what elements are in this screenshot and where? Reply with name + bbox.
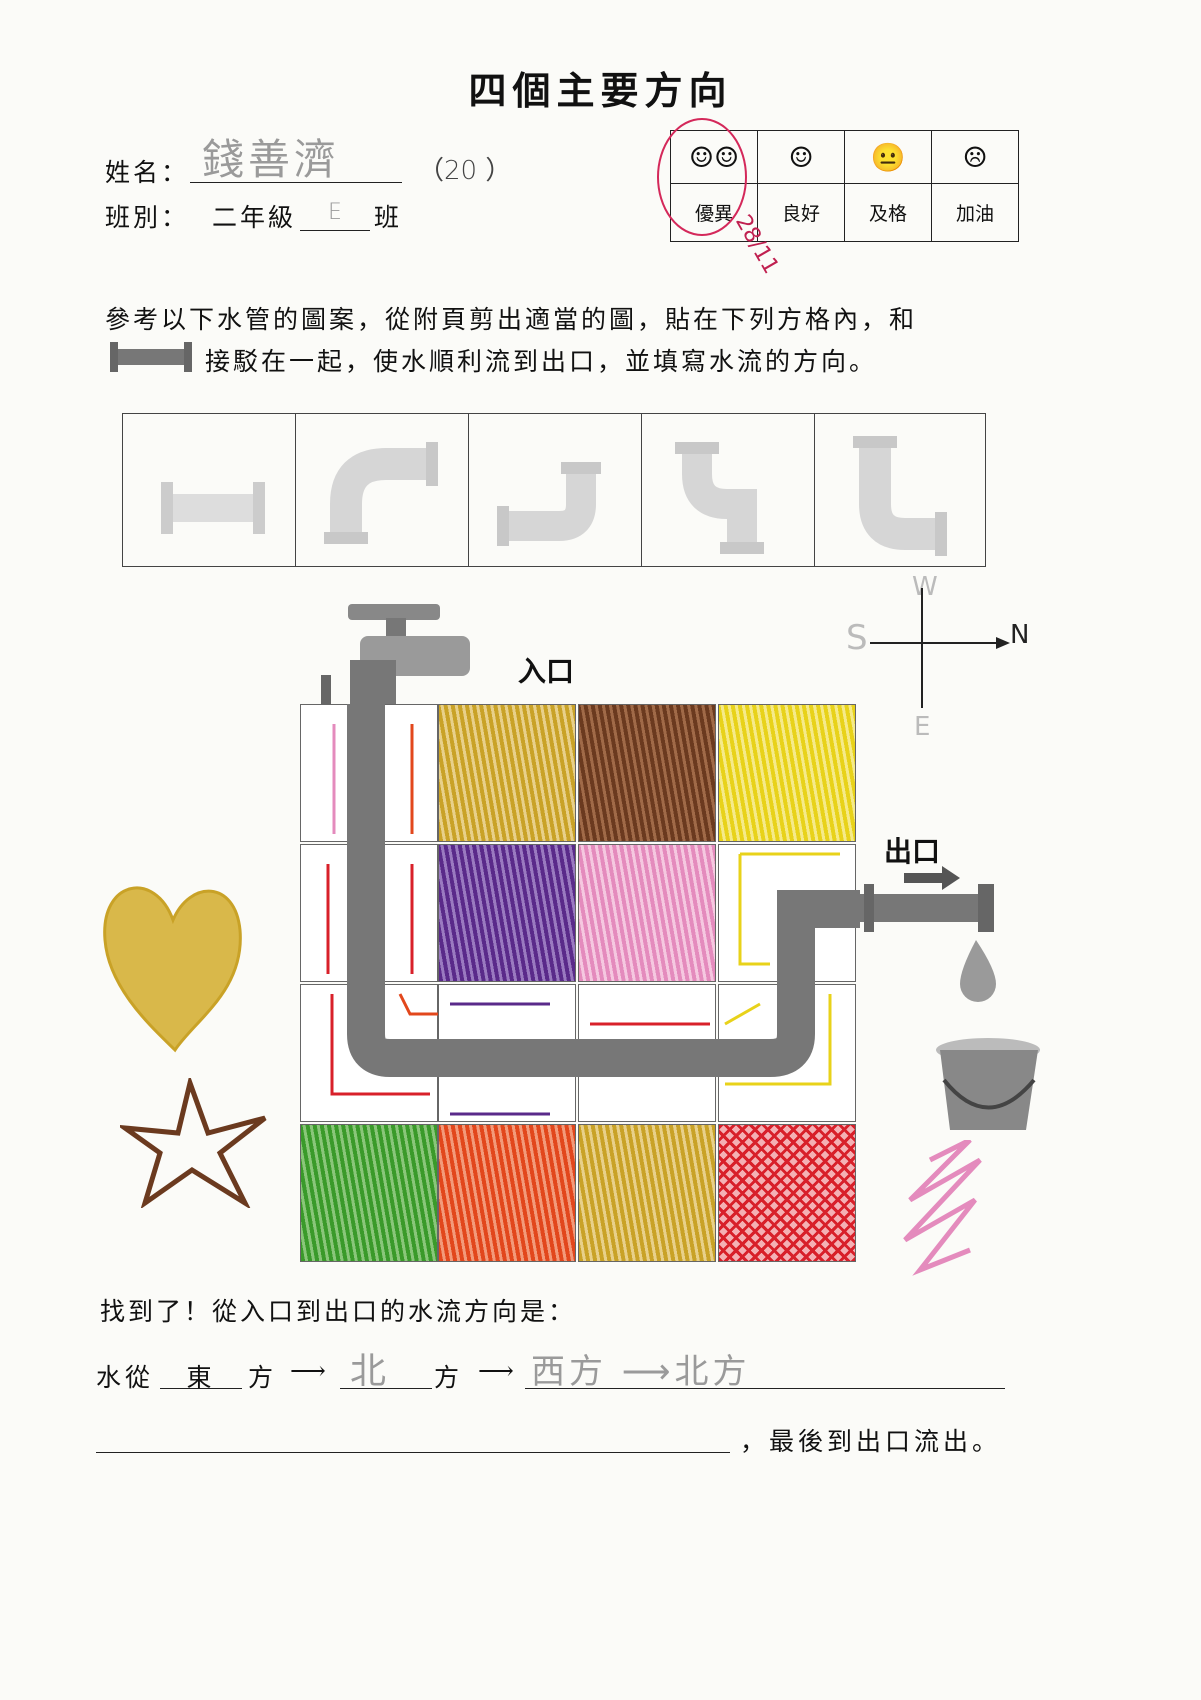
heart-doodle	[103, 886, 242, 1053]
answer-rest: 西方 ⟶北方	[531, 1352, 751, 1392]
grading-table: ☺☺ ☺ 😐 ☹ 優異 良好 及格 加油	[670, 130, 1019, 242]
grade-good: 良好	[757, 183, 845, 242]
piece-elbow-3	[642, 414, 815, 566]
compass: W S N E	[840, 572, 1040, 750]
pipe-maze-grid	[300, 704, 860, 1264]
cell-r4c2[interactable]	[438, 1124, 576, 1262]
cell-r1c2[interactable]	[438, 704, 576, 842]
instruction-line-1: 參考以下水管的圖案，從附頁剪出適當的圖，貼在下列方格內，和	[105, 305, 918, 334]
arrow-2: ⟶	[478, 1356, 518, 1385]
outlet-pipe-icon	[858, 884, 994, 932]
arrow-1: ⟶	[290, 1356, 330, 1385]
grade-tryharder: 加油	[931, 183, 1019, 242]
answer-first: 東	[186, 1363, 216, 1392]
compass-east: E	[914, 712, 931, 742]
compass-south: S	[846, 618, 868, 658]
straight-pipe-icon	[110, 342, 192, 372]
cell-r1c3[interactable]	[578, 704, 716, 842]
compass-north: N	[1010, 620, 1030, 650]
instruction-line-2: 接駁在一起，使水順利流到出口，並填寫水流的方向。	[205, 347, 878, 376]
entrance-label: 入口	[518, 655, 575, 688]
worksheet-title: 四個主要方向	[468, 68, 733, 113]
face-tryharder-icon: ☹	[931, 130, 1019, 184]
pipe-path	[326, 704, 860, 1116]
student-number: （20 ）	[418, 156, 512, 186]
water-bucket-icon	[936, 940, 1040, 1130]
teacher-circle-mark	[657, 118, 747, 236]
cell-r4c3[interactable]	[578, 1124, 716, 1262]
faucet-icon	[348, 604, 470, 708]
answer-prefix: 水從	[96, 1363, 155, 1392]
name-field[interactable]: 錢善濟	[190, 120, 402, 184]
answer-blank-3[interactable]: 西方 ⟶北方	[525, 1340, 1005, 1392]
exit-label: 出口	[884, 835, 941, 868]
name-label: 姓名：	[105, 158, 190, 187]
face-good-icon: ☺	[757, 130, 845, 184]
piece-elbow-1	[296, 414, 469, 566]
answer-blank-1[interactable]: 東	[160, 1358, 242, 1392]
answer-ending: ，最後到出口流出。	[740, 1427, 1002, 1456]
cell-r4c4[interactable]	[718, 1124, 856, 1262]
exit-arrow-icon	[904, 866, 960, 890]
piece-elbow-2	[469, 414, 642, 566]
cell-r2c2[interactable]	[438, 844, 576, 982]
name-value: 錢善濟	[202, 135, 341, 184]
grade-pass: 及格	[844, 183, 932, 242]
piece-straight	[123, 414, 296, 566]
cell-r4c1[interactable]	[300, 1124, 438, 1262]
class-field[interactable]: E	[300, 200, 370, 231]
face-pass-icon: 😐	[844, 130, 932, 184]
cell-r1c4[interactable]	[718, 704, 856, 842]
answer-blank-2[interactable]: 北	[340, 1340, 432, 1392]
pink-scribble	[903, 1140, 982, 1276]
compass-west: W	[912, 572, 938, 602]
answer-second: 北	[350, 1351, 387, 1392]
star-doodle	[120, 1078, 267, 1208]
answer-unit-1: 方	[248, 1363, 278, 1392]
answer-unit-2: 方	[434, 1363, 464, 1392]
class-suffix: 班	[374, 203, 403, 232]
grade-text: 二年級	[212, 203, 297, 232]
answer-blank-4[interactable]	[96, 1422, 730, 1453]
piece-u-bend	[815, 414, 987, 566]
class-value: E	[328, 200, 342, 225]
class-label: 班別：	[105, 203, 190, 232]
cell-r2c3[interactable]	[578, 844, 716, 982]
question-text: 找到了！從入口到出口的水流方向是：	[100, 1297, 577, 1326]
pipe-pieces-reference	[122, 413, 986, 567]
